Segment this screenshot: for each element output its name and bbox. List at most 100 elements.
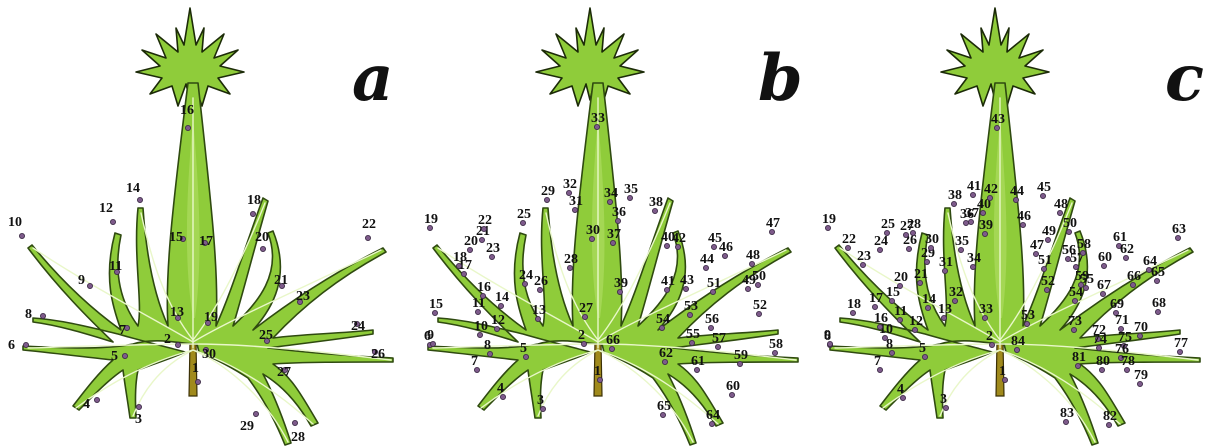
landmark-number: 81 xyxy=(1072,350,1086,365)
landmark-point xyxy=(19,233,24,238)
landmark-point xyxy=(137,197,142,202)
landmark-number: 23 xyxy=(486,241,500,256)
landmark-number: 6 xyxy=(8,338,15,353)
landmark-number: 60 xyxy=(1098,250,1112,265)
leaf-thumbnail-icon xyxy=(536,8,644,106)
landmark-number: 30 xyxy=(925,232,939,247)
landmark-number: 4 xyxy=(83,397,90,412)
landmark-number: 54 xyxy=(656,312,670,327)
landmark-number: 20 xyxy=(255,230,269,245)
landmark-number: 24 xyxy=(351,319,365,334)
landmark-number: 19 xyxy=(204,310,218,325)
landmark-number: 16 xyxy=(180,103,194,118)
landmark-number: 35 xyxy=(624,182,638,197)
landmark-number: 25 xyxy=(259,328,273,343)
landmark-number: 11 xyxy=(894,304,907,319)
landmark-number: 48 xyxy=(1054,197,1068,212)
landmark-point xyxy=(23,342,28,347)
landmark-number: 1 xyxy=(192,361,199,376)
landmark-number: 32 xyxy=(949,285,963,300)
landmark-number: 20 xyxy=(894,270,908,285)
landmark-number: 1 xyxy=(999,364,1006,379)
landmark-number: 79 xyxy=(1134,368,1148,383)
landmark-number: 19 xyxy=(822,212,836,227)
landmark-number: 66 xyxy=(606,333,620,348)
landmark-number: 42 xyxy=(672,231,686,246)
landmark-point xyxy=(122,353,127,358)
landmark-number: 57 xyxy=(712,331,726,346)
landmark-number: 59 xyxy=(734,348,748,363)
landmark-number: 35 xyxy=(955,234,969,249)
landmark-number: 9 xyxy=(427,328,434,343)
landmark-number: 45 xyxy=(1037,180,1051,195)
landmark-number: 43 xyxy=(680,273,694,288)
landmark-number: 18 xyxy=(453,250,467,265)
landmark-number: 12 xyxy=(909,314,923,329)
landmark-number: 7 xyxy=(119,323,126,338)
landmark-number: 66 xyxy=(1127,269,1141,284)
landmark-number: 47 xyxy=(1030,238,1044,253)
panel-b: b 12345678910111213141516171819202122232… xyxy=(424,8,803,445)
landmark-point xyxy=(365,235,370,240)
landmark-number: 30 xyxy=(202,347,216,362)
landmark-number: 51 xyxy=(1038,253,1052,268)
landmark-number: 46 xyxy=(1017,209,1031,224)
landmark-number: 26 xyxy=(371,347,385,362)
landmark-number: 55 xyxy=(686,327,700,342)
landmark-number: 37 xyxy=(607,227,621,242)
landmark-number: 65 xyxy=(1151,265,1165,280)
landmark-number: 42 xyxy=(984,182,998,197)
landmark-point xyxy=(195,379,200,384)
landmark-number: 8 xyxy=(25,307,32,322)
landmark-number: 63 xyxy=(1172,222,1186,237)
landmark-number: 41 xyxy=(967,179,981,194)
landmark-number: 28 xyxy=(907,217,921,232)
landmark-number: 9 xyxy=(78,273,85,288)
landmark-number: 27 xyxy=(277,365,291,380)
landmark-point xyxy=(110,219,115,224)
landmark-number: 26 xyxy=(534,274,548,289)
landmark-number: 43 xyxy=(991,112,1005,127)
panel-a: a 12345678910111213141516171819202122232… xyxy=(8,8,393,445)
landmark-number: 84 xyxy=(1011,334,1025,349)
landmark-number: 16 xyxy=(477,280,491,295)
landmark-number: 65 xyxy=(657,399,671,414)
landmark-number: 62 xyxy=(1120,242,1134,257)
panel-label: c xyxy=(1165,41,1204,116)
landmark-number: 50 xyxy=(752,269,766,284)
landmark-number: 64 xyxy=(706,408,720,423)
landmark-number: 58 xyxy=(769,337,783,352)
landmark-point xyxy=(175,342,180,347)
landmark-number: 2 xyxy=(164,332,171,347)
landmark-number: 28 xyxy=(564,252,578,267)
landmark-number: 23 xyxy=(296,289,310,304)
landmark-point xyxy=(260,246,265,251)
landmark-point xyxy=(250,211,255,216)
landmark-number: 29 xyxy=(541,184,555,199)
landmark-number: 7 xyxy=(471,354,478,369)
landmark-point xyxy=(292,420,297,425)
landmark-number: 3 xyxy=(135,412,142,427)
landmark-number: 24 xyxy=(519,268,533,283)
landmark-number: 38 xyxy=(649,195,663,210)
landmark-number: 59 xyxy=(1075,269,1089,284)
landmark-number: 13 xyxy=(170,305,184,320)
landmark-number: 80 xyxy=(1096,354,1110,369)
leaf-specimen xyxy=(428,83,798,445)
landmark-number: 13 xyxy=(532,303,546,318)
landmark-number: 16 xyxy=(874,311,888,326)
landmark-number: 27 xyxy=(579,301,593,316)
landmark-number: 77 xyxy=(1174,336,1188,351)
landmark-number: 2 xyxy=(986,329,993,344)
landmark-number: 7 xyxy=(874,354,881,369)
landmark-number: 32 xyxy=(563,177,577,192)
landmark-point xyxy=(136,404,141,409)
landmark-number: 19 xyxy=(424,212,438,227)
landmark-number: 69 xyxy=(1110,297,1124,312)
landmark-number: 15 xyxy=(169,230,183,245)
landmark-number: 51 xyxy=(707,276,721,291)
landmark-number: 56 xyxy=(705,312,719,327)
landmark-number: 25 xyxy=(517,207,531,222)
landmark-number: 78 xyxy=(1121,354,1135,369)
